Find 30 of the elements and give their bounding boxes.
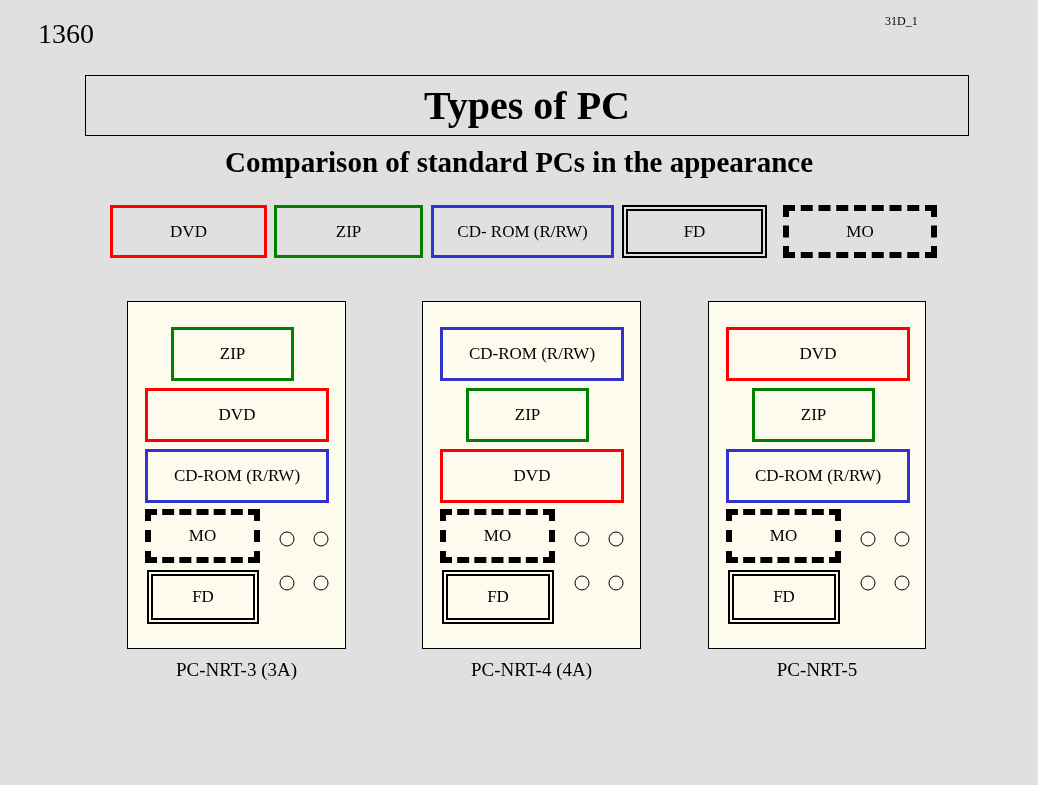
drive-slot: DVD <box>145 388 329 442</box>
model-caption: PC-NRT-4 (4A) <box>470 659 593 681</box>
drive-slot: ZIP <box>171 327 294 381</box>
drive-slot: CD-ROM (R/RW) <box>145 449 329 503</box>
drive-slot: CD- ROM (R/RW) <box>431 205 614 258</box>
drive-slot: MO <box>783 205 937 258</box>
drive-slot: MO <box>726 509 841 563</box>
drive-slot: CD-ROM (R/RW) <box>726 449 910 503</box>
pc-case-drawing <box>422 301 641 649</box>
model-caption: PC-NRT-5 <box>776 659 858 681</box>
title: Types of PC <box>85 75 969 136</box>
drive-slot: ZIP <box>752 388 875 442</box>
drive-slot: FD <box>147 570 259 624</box>
drive-slot: FD <box>728 570 840 624</box>
drive-slot: ZIP <box>466 388 589 442</box>
pc-case-drawing <box>127 301 346 649</box>
page-number: 1360 <box>38 18 94 50</box>
drive-slot: FD <box>622 205 767 258</box>
model-caption: PC-NRT-3 (3A) <box>175 659 298 681</box>
drive-slot: ZIP <box>274 205 423 258</box>
drive-slot: DVD <box>726 327 910 381</box>
pc-case-drawing <box>708 301 926 649</box>
drive-slot: DVD <box>110 205 267 258</box>
subtitle: Comparison of standard PCs in the appearance <box>224 146 814 179</box>
slide-code: 31D_1 <box>885 14 918 29</box>
drive-slot: CD-ROM (R/RW) <box>440 327 624 381</box>
drive-slot: MO <box>145 509 260 563</box>
drive-slot: FD <box>442 570 554 624</box>
drive-slot: DVD <box>440 449 624 503</box>
drive-slot: MO <box>440 509 555 563</box>
